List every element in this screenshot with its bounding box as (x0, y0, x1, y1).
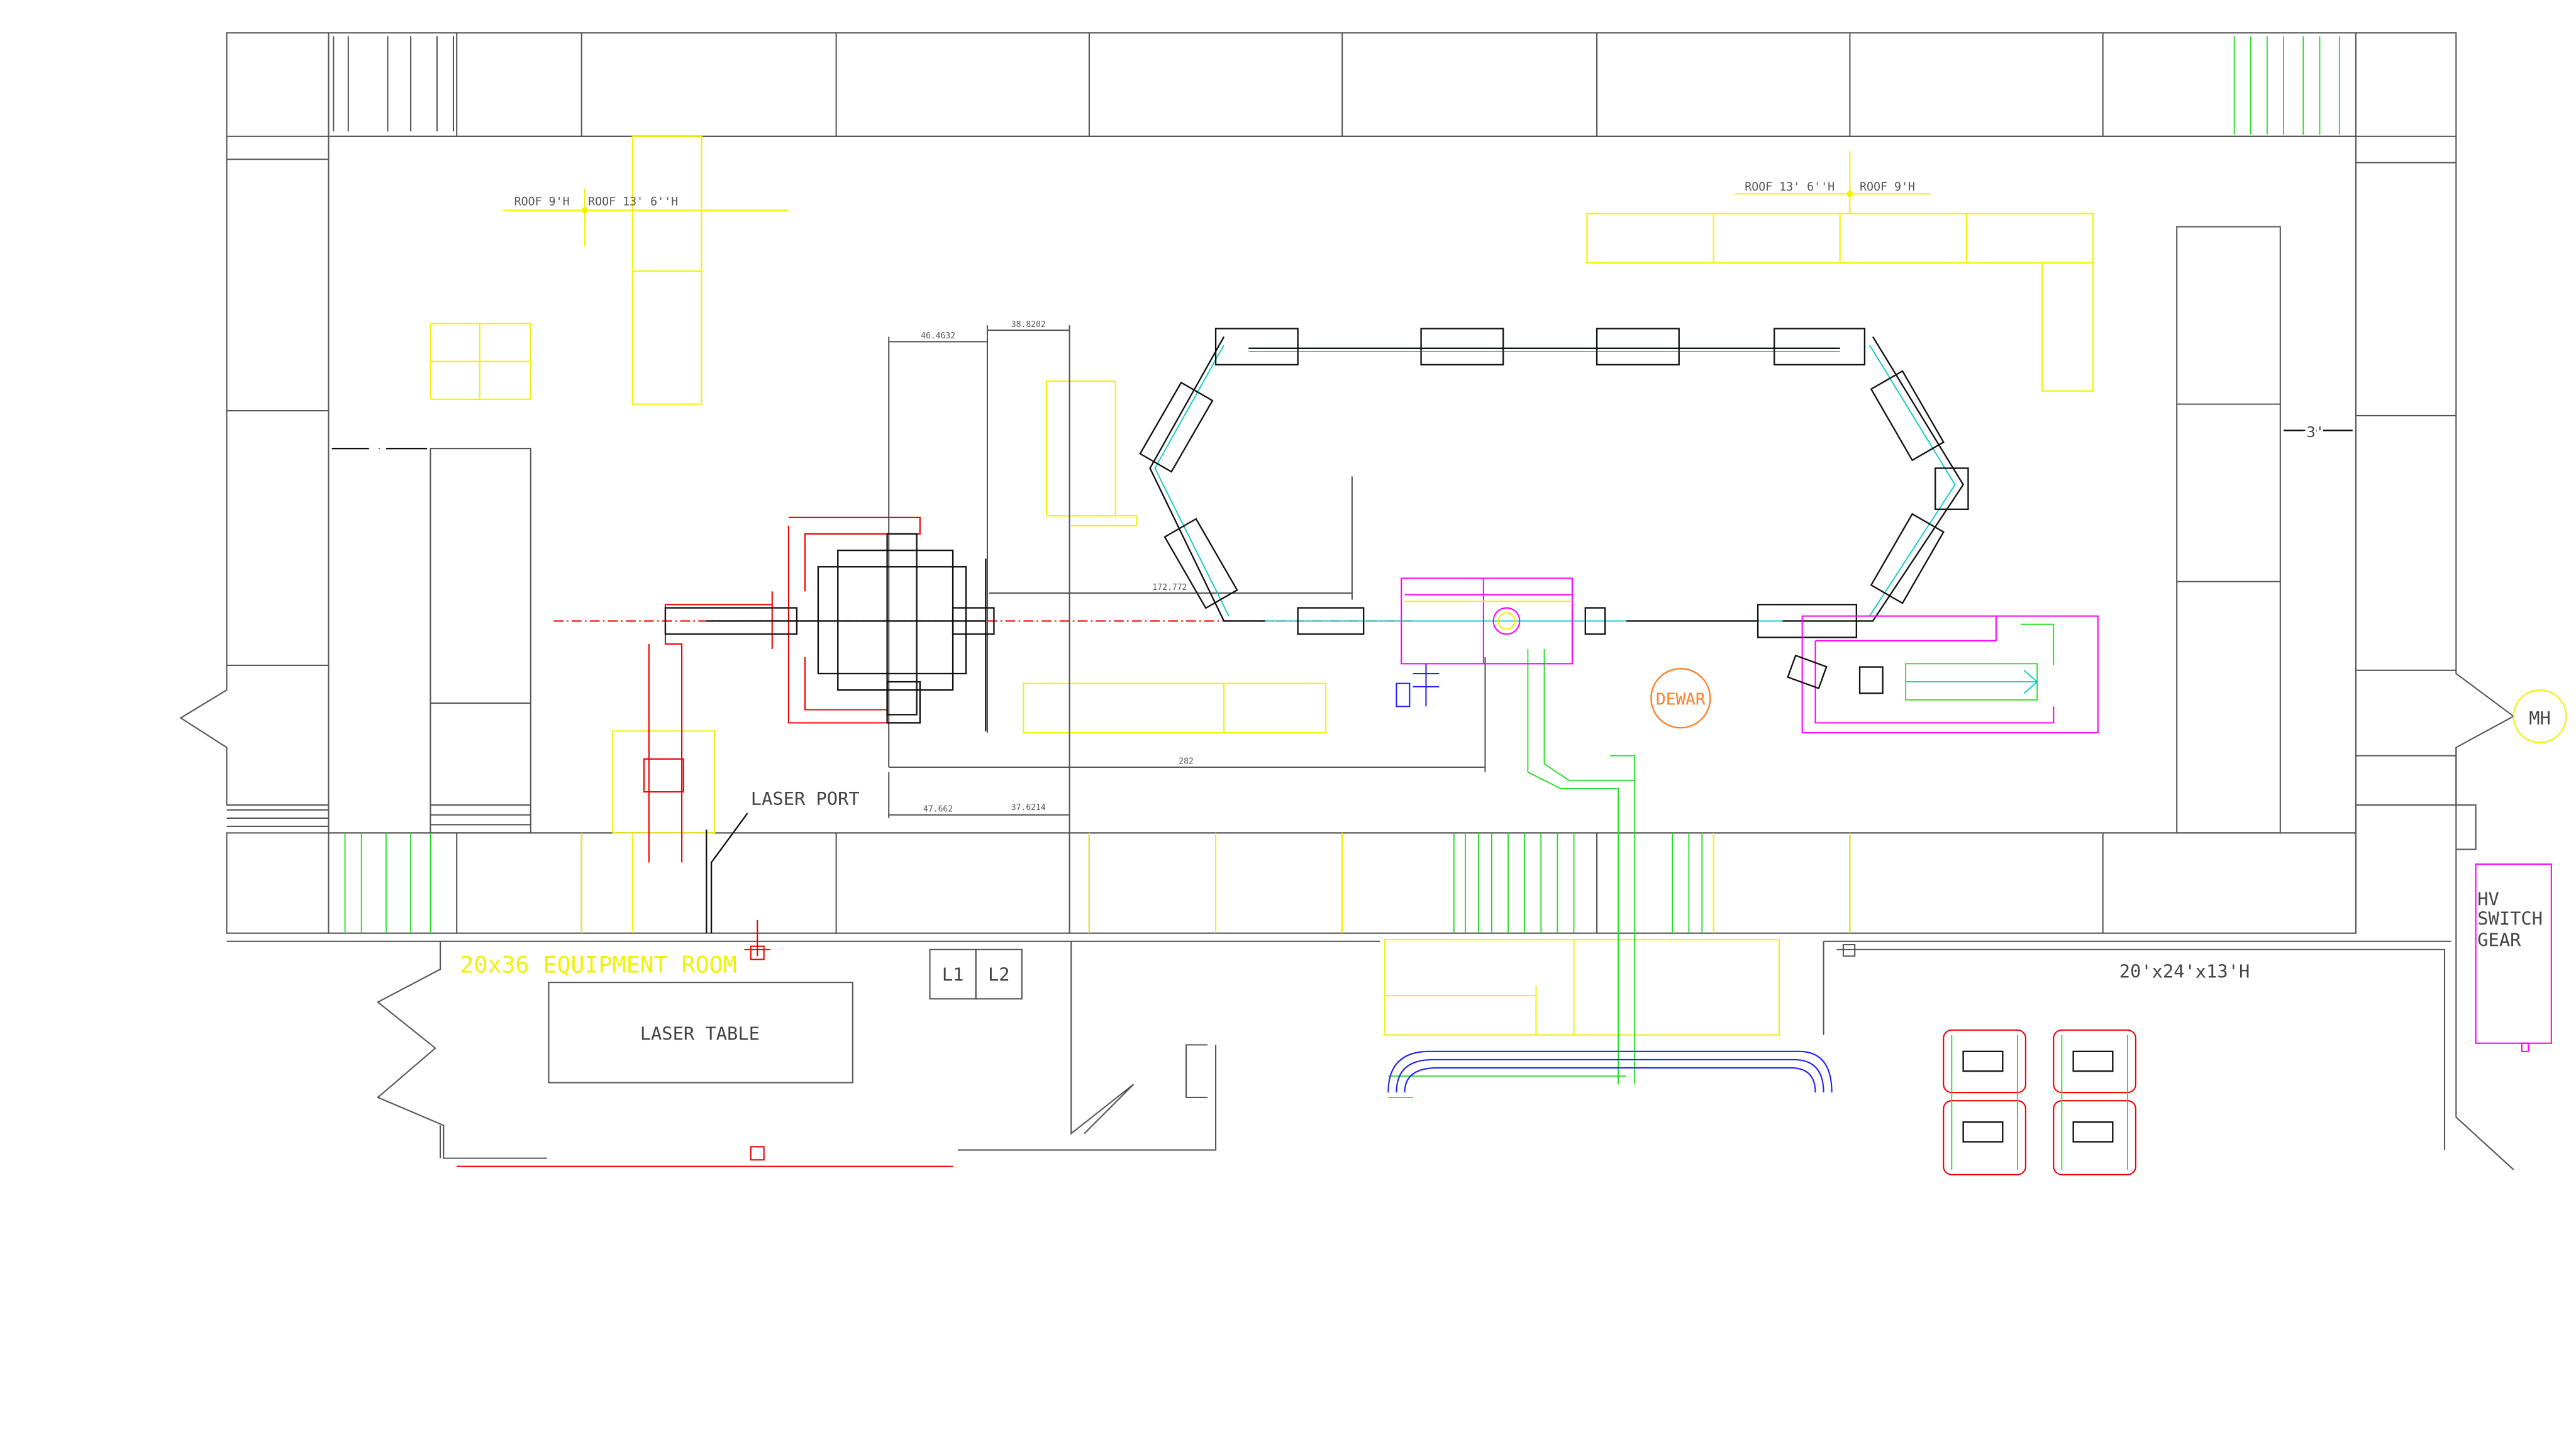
shielding-blocks (430, 135, 2094, 1036)
magnet-coils (1943, 1029, 2136, 1175)
roof-right-low: ROOF 9'H (1860, 180, 1915, 194)
roof-right-high: ROOF 13' 6''H (1745, 180, 1835, 194)
dewar-label: DEWAR (1656, 691, 1706, 709)
laser-port-label: LASER PORT (751, 788, 860, 809)
dim-37-6214: 37.6214 (1011, 803, 1046, 813)
cryostat (1396, 577, 1758, 708)
storage-room: 20'x24'x13'H (1823, 940, 2451, 1175)
aisle-right-dim: 3' (2307, 423, 2324, 441)
roof-markers: ROOF 9'H ROOF 13' 6''H ROOF 13' 6''H ROO… (502, 151, 1931, 247)
green-cable-trays (344, 36, 2340, 1098)
dim-46-4632: 46.4632 (921, 331, 955, 341)
aisle-left-dim: 4' (370, 441, 387, 459)
manhole (2512, 689, 2567, 743)
dewar (1650, 668, 1711, 729)
l2-cabinet (975, 948, 1023, 1000)
cryo-lines (1387, 1050, 1833, 1093)
dimension-lines: 46.4632 38.8202 172.772 282 47.662 37.62… (888, 320, 1486, 933)
dim-47-662: 47.662 (923, 804, 953, 814)
roof-left-high: ROOF 13' 6''H (588, 196, 678, 209)
equipment-room-label: 20x36 EQUIPMENT ROOM (460, 951, 736, 978)
laser-table-label: LASER TABLE (640, 1023, 760, 1045)
l2-label: L2 (988, 964, 1010, 985)
dim-38-8202: 38.8202 (1011, 320, 1046, 330)
hv-label-2: SWITCH (2477, 908, 2543, 930)
hv-switch-gear (2475, 863, 2552, 1044)
room-size-label: 20'x24'x13'H (2119, 960, 2250, 982)
electron-gun (643, 516, 995, 863)
roof-left-low: ROOF 9'H (514, 196, 570, 209)
manhole-label: MH (2529, 708, 2551, 729)
storage-ring (1139, 328, 1969, 638)
l1-label: L1 (942, 964, 964, 985)
hv-label-1: HV (2477, 888, 2499, 909)
dim-282: 282 (1179, 757, 1194, 767)
dim-172-772: 172.772 (1152, 583, 1187, 592)
hv-label-3: GEAR (2477, 930, 2521, 951)
beam-dump (1787, 615, 2099, 734)
equipment-room: LASER TABLE 20x36 EQUIPMENT ROOM L1 L2 (226, 940, 1380, 1167)
